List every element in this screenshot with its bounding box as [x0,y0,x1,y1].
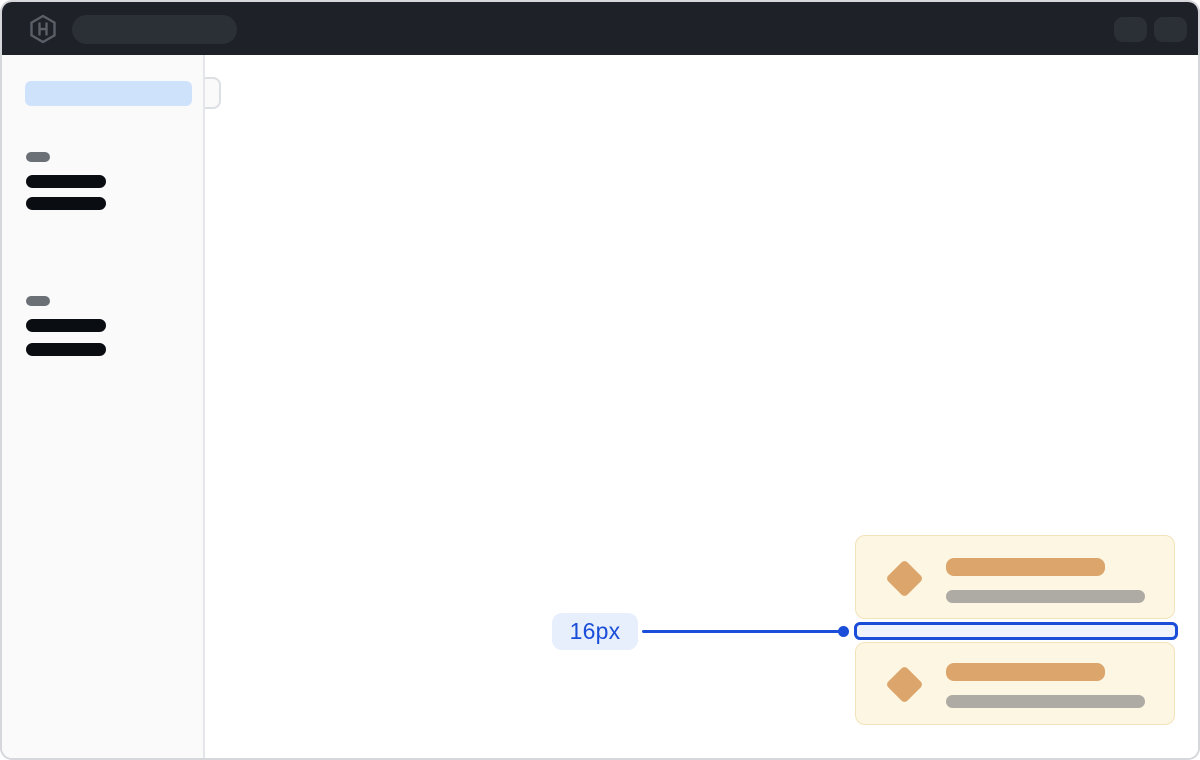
main-content [207,55,1198,758]
search-input-skeleton[interactable] [72,15,237,44]
home-logo-button[interactable] [28,14,58,44]
top-nav-bar [2,2,1198,55]
list-card[interactable] [855,642,1175,725]
sidebar [2,55,205,758]
card-title-skeleton [946,663,1105,681]
spacing-leader-line [642,630,839,633]
sidebar-group1-label-skeleton [26,152,50,162]
sidebar-group2-item1-skeleton[interactable] [26,319,106,332]
sidebar-active-item-skeleton[interactable] [25,81,192,106]
spacing-leader-dot [838,626,849,637]
list-card[interactable] [855,535,1175,619]
help-button-skeleton[interactable] [1114,17,1147,42]
spacing-measure-box [854,622,1178,640]
spacing-label: 16px [552,613,638,650]
diamond-icon [885,559,924,598]
sidebar-group1-item1-skeleton[interactable] [26,175,106,188]
card-subtitle-skeleton [946,695,1145,708]
hashicorp-logo-icon [30,14,56,44]
sidebar-group2-item2-skeleton[interactable] [26,343,106,356]
diamond-icon [885,665,924,704]
card-title-skeleton [946,558,1105,576]
card-subtitle-skeleton [946,590,1145,603]
sidebar-collapse-handle[interactable] [205,77,221,109]
user-menu-skeleton[interactable] [1154,17,1187,42]
sidebar-group1-item2-skeleton[interactable] [26,197,106,210]
sidebar-group2-label-skeleton [26,296,50,306]
